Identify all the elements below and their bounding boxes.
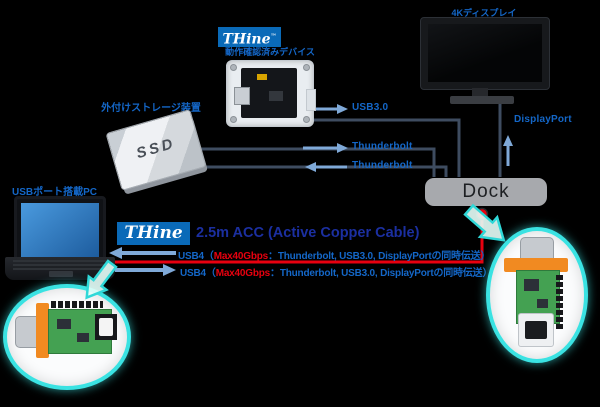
usb3-wire: [300, 118, 461, 177]
usb-c-receptacle-slot: [525, 321, 547, 339]
laptop-screen: [14, 196, 106, 264]
laptop-connector-zoom-bubble: [3, 284, 131, 390]
display-screen: [428, 24, 542, 82]
acc-downstream-arrowhead-icon: [163, 264, 176, 276]
display-label: 4Kディスプレイ: [451, 8, 517, 18]
screw-icon: [303, 64, 310, 71]
device-board-tab: [306, 89, 316, 111]
thine-logo-acc: THine: [117, 222, 190, 245]
device-board-chip: [257, 74, 267, 80]
acc-upstream-speed: Max40Gbps: [213, 251, 269, 262]
trademark-icon: ™: [270, 33, 277, 40]
laptop-display: [21, 203, 99, 257]
device-board-photo: [226, 60, 316, 127]
usb-c-receptacle: [95, 314, 117, 340]
chip-icon: [537, 299, 548, 308]
laptop-label: USBポート搭載PC: [12, 187, 98, 198]
top-device-label: 動作確認済みデバイス: [225, 47, 315, 57]
laptop-base: [5, 257, 115, 280]
thunderbolt-wire-2: [197, 165, 448, 177]
acc-upstream-suffix: ：Thunderbolt, USB3.0, DisplayPortの同時伝送）: [268, 251, 491, 262]
acc-upstream-spec: USB4（Max40Gbps：Thunderbolt, USB3.0, Disp…: [178, 247, 490, 262]
device-board-connector: [234, 87, 250, 105]
acc-downstream-speed: Max40Gbps: [215, 268, 271, 279]
display-stand-neck: [472, 88, 488, 97]
dock-label: Dock: [462, 181, 510, 202]
usb-c-receptacle: [518, 313, 554, 347]
thunderbolt-out-label: Thunderbolt: [352, 141, 413, 152]
acc-downstream-prefix: USB4（: [180, 268, 216, 279]
displayport-label: DisplayPort: [514, 114, 572, 125]
display-monitor: [420, 17, 550, 90]
device-board-chip: [269, 91, 283, 101]
chip-icon: [77, 333, 89, 342]
acc-upstream-prefix: USB4（: [178, 251, 214, 262]
displayport-up-arrowhead-icon: [503, 135, 513, 146]
orange-bracket: [504, 258, 568, 272]
chip-icon: [57, 319, 71, 329]
screw-icon: [230, 64, 237, 71]
dock-box: Dock: [425, 178, 547, 206]
laptop-trackpad: [49, 271, 73, 277]
thunderbolt-left-arrowhead-icon: [305, 162, 316, 172]
ssd-label: 外付けストレージ装置: [101, 103, 201, 114]
usb3-arrowhead-icon: [337, 104, 348, 114]
usb3-label: USB3.0: [352, 102, 389, 113]
thine-logo-top-text: THine: [222, 31, 271, 48]
usb-c-receptacle-slot: [99, 318, 113, 336]
thunderbolt-right-arrowhead-icon: [337, 143, 348, 153]
laptop-keyboard: [13, 260, 107, 270]
chip-icon: [524, 279, 539, 291]
thunderbolt-in-label: Thunderbolt: [352, 160, 413, 171]
acc-downstream-suffix: ：Thunderbolt, USB3.0, DisplayPortの同時伝送）: [270, 268, 493, 279]
acc-downstream-spec: USB4（Max40Gbps：Thunderbolt, USB3.0, Disp…: [180, 264, 492, 279]
acc-upstream-arrowhead-icon: [109, 247, 122, 259]
thine-logo-acc-text: THine: [124, 223, 183, 243]
thine-logo-top: THine™: [218, 27, 281, 48]
pin-header: [556, 273, 563, 329]
acc-dock-connector-dot: [475, 207, 489, 221]
dock-connector-zoom-bubble: [486, 227, 588, 363]
pin-header: [51, 301, 103, 308]
orange-bracket: [36, 303, 49, 358]
screw-icon: [230, 116, 237, 123]
screw-icon: [303, 116, 310, 123]
display-stand-base: [450, 96, 514, 104]
acc-title: 2.5m ACC (Active Copper Cable): [196, 225, 420, 241]
